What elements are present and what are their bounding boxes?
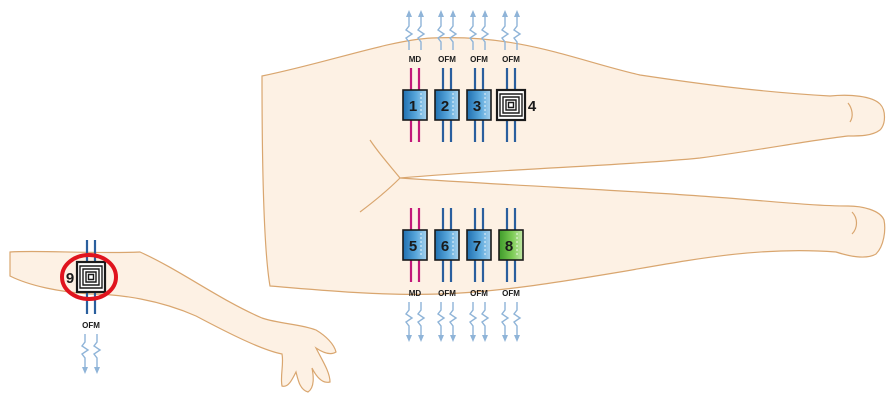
flow-arrow-icon: [82, 367, 88, 374]
flow-arrow-icon: [418, 335, 424, 342]
probe-number: 4: [528, 98, 537, 115]
flow-arrow-icon: [450, 335, 456, 342]
probe-type-label: OFM: [438, 289, 456, 298]
flow-arrow-icon: [514, 335, 520, 342]
tubing-line: [418, 302, 424, 340]
probe-type-label: OFM: [438, 55, 456, 64]
probe-number: 8: [505, 238, 513, 255]
flow-arrow-icon: [502, 10, 508, 17]
probe-type-label: OFM: [502, 55, 520, 64]
flow-arrow-icon: [438, 335, 444, 342]
probe-number: 1: [409, 98, 417, 115]
tubing-line: [94, 334, 100, 372]
flow-arrow-icon: [438, 10, 444, 17]
tubing-line: [438, 302, 444, 340]
flow-arrow-icon: [482, 335, 488, 342]
legs-illustration: [262, 38, 885, 295]
flow-arrow-icon: [502, 335, 508, 342]
tubing-line: [482, 302, 488, 340]
tubing-line: [514, 302, 520, 340]
tubing-line: [502, 302, 508, 340]
probe-number: 7: [473, 238, 481, 255]
flow-arrow-icon: [450, 10, 456, 17]
probe-type-label: MD: [409, 289, 422, 298]
probe-number: 6: [441, 238, 449, 255]
probe-type-label: MD: [409, 55, 422, 64]
flow-arrow-icon: [470, 335, 476, 342]
probe-number: 5: [409, 238, 417, 255]
probe-type-label: OFM: [470, 55, 488, 64]
tubing-line: [406, 302, 412, 340]
flow-arrow-icon: [406, 10, 412, 17]
tubing-line: [450, 302, 456, 340]
flow-arrow-icon: [406, 335, 412, 342]
probe-number: 9: [66, 270, 74, 287]
probe-type-label: OFM: [502, 289, 520, 298]
probe-number: 2: [441, 98, 449, 115]
flow-arrow-icon: [514, 10, 520, 17]
probe-type-label: OFM: [82, 321, 100, 330]
flow-arrow-icon: [470, 10, 476, 17]
flow-arrow-icon: [482, 10, 488, 17]
probe-number: 3: [473, 98, 481, 115]
tubing-line: [82, 334, 88, 372]
flow-arrow-icon: [418, 10, 424, 17]
probe-type-label: OFM: [470, 289, 488, 298]
tubing-line: [470, 302, 476, 340]
flow-arrow-icon: [94, 367, 100, 374]
